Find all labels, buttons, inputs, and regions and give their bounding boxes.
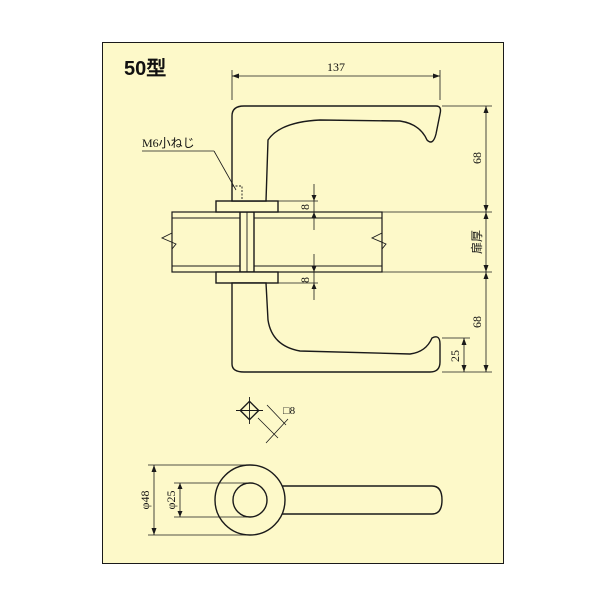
arrow (177, 483, 183, 489)
m6-screw (231, 185, 243, 202)
front-view: φ48 φ25 (138, 464, 443, 536)
spindle-square-label: □8 (283, 405, 296, 417)
arrow (483, 106, 489, 113)
spindle-square-detail: □8 (236, 397, 296, 444)
door-section (160, 211, 387, 273)
arrow (311, 283, 317, 289)
dim-8-top-label: 8 (298, 204, 312, 210)
door-break-left (160, 212, 177, 272)
lever-bottom (231, 282, 441, 373)
arrow (311, 212, 317, 218)
arrow (461, 338, 467, 345)
dim-line-square (265, 418, 289, 444)
rose-top (215, 200, 279, 213)
arrow (232, 73, 239, 79)
m6-screw-label: M6小ねじ (142, 136, 195, 150)
door-break-right (370, 212, 387, 272)
dim-137-label: 137 (327, 60, 345, 74)
ext-line (257, 417, 279, 439)
leader-line (213, 150, 237, 191)
dim-68-top-label: 68 (470, 152, 484, 164)
arrow (433, 73, 440, 79)
arrow (483, 365, 489, 372)
arrow (483, 212, 489, 219)
m6-screw-callout: M6小ねじ (142, 136, 237, 191)
arrow (461, 365, 467, 372)
arrow (151, 528, 157, 535)
lever-front-view (249, 485, 443, 515)
dim-68-bottom-label: 68 (470, 316, 484, 328)
rose-thickness-dimensions: 8 8 (278, 184, 318, 300)
dim-8-bottom-label: 8 (298, 277, 312, 283)
arrow (483, 265, 489, 272)
arrow (311, 266, 317, 272)
lever-top (231, 105, 442, 202)
right-vertical-dimensions: 68 扉厚 68 25 (382, 105, 492, 373)
arrow (483, 272, 489, 279)
door-thickness-label: 扉厚 (470, 230, 484, 254)
door-panel (171, 211, 383, 273)
arrow (151, 465, 157, 472)
dimension-137: 137 (231, 60, 441, 100)
arrow (483, 205, 489, 212)
ext-line (266, 404, 287, 426)
model-title: 50型 (124, 58, 167, 80)
rose-inner-circle (232, 482, 268, 518)
dim-25-dia-label: φ25 (164, 491, 178, 510)
arrow (177, 511, 183, 517)
dim-48-label: φ48 (138, 491, 152, 510)
dim-25-label: 25 (448, 350, 462, 362)
rose-bottom (215, 271, 279, 284)
arrow (311, 195, 317, 201)
